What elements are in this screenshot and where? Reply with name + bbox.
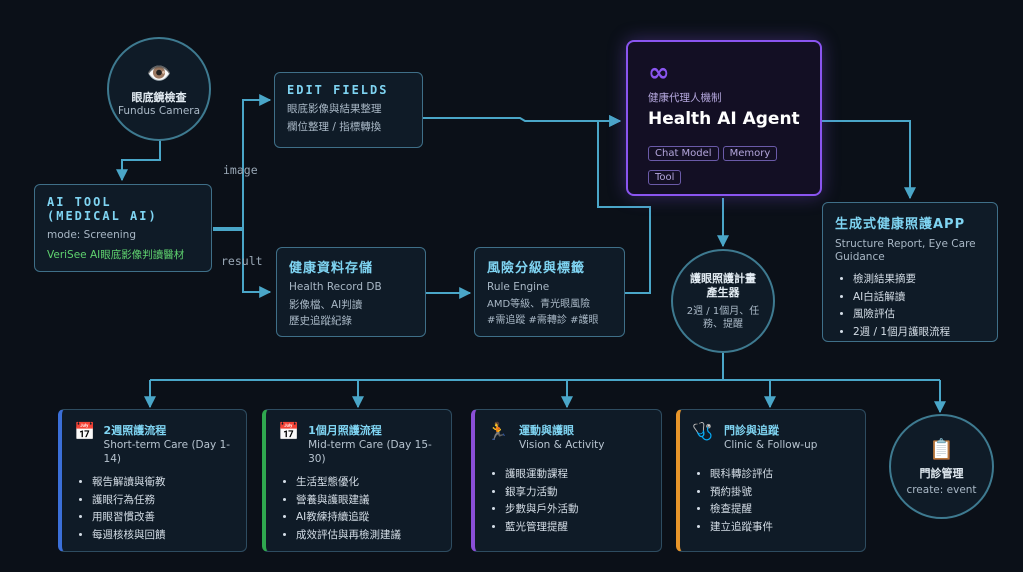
health-db-subtitle: Health Record DB <box>289 281 382 293</box>
care-card-1-month[interactable]: 📅 1個月照護流程 Mid-term Care (Day 15-30) 生活型態… <box>262 409 452 552</box>
card-item: 成效評估與再檢測建議 <box>296 527 439 545</box>
edit-fields-line2: 欄位整理 / 指標轉換 <box>287 121 382 133</box>
card-title: 運動與護眼 <box>519 424 574 437</box>
card-item: 報告解讀與衛教 <box>92 474 234 492</box>
health-app-item: 風險評估 <box>853 306 985 324</box>
health-db-node[interactable]: 健康資料存儲 Health Record DB 影像檔、AI判讀 歷史追蹤紀錄 <box>276 247 426 337</box>
health-app-item: 檢測結果摘要 <box>853 271 985 289</box>
health-app-item: 2週 / 1個月護眼流程 <box>853 324 985 342</box>
health-app-subtitle: Structure Report, Eye Care Guidance <box>835 238 976 263</box>
card-subtitle: Clinic & Follow-up <box>724 439 818 451</box>
card-item: 護眼行為任務 <box>92 492 234 510</box>
health-app-item: AI白話解讀 <box>853 289 985 307</box>
card-item: 每週核核與回饋 <box>92 527 234 545</box>
card-item: 眼科轉診評估 <box>710 466 853 484</box>
runner-icon: 🏃 <box>487 422 509 442</box>
card-item: AI教練持續追蹤 <box>296 509 439 527</box>
calendar-icon: 📅 <box>278 422 300 442</box>
image-label: image <box>223 163 258 177</box>
risk-engine-node[interactable]: 風險分級與標籤 Rule Engine AMD等級、青光眼風險 #需追蹤 #需轉… <box>474 247 625 337</box>
health-app-node[interactable]: 生成式健康照護APP Structure Report, Eye Care Gu… <box>822 202 998 342</box>
edit-fields-node[interactable]: EDIT FIELDS 眼底影像與結果整理 欄位整理 / 指標轉換 <box>274 72 423 148</box>
agent-tag-tool[interactable]: Tool <box>648 170 682 185</box>
card-item: 銀享力活動 <box>505 484 649 502</box>
card-subtitle: Vision & Activity <box>519 439 605 451</box>
edit-fields-line1: 眼底影像與結果整理 <box>287 103 382 115</box>
infinity-icon: ∞ <box>648 58 670 88</box>
card-item: 用眼習慣改善 <box>92 509 234 527</box>
planner-detail: 2週 / 1個月、任務、提醒 <box>686 305 760 330</box>
agent-tag-chat-model[interactable]: Chat Model <box>648 146 719 161</box>
risk-title: 風險分級與標籤 <box>487 261 586 276</box>
health-app-title: 生成式健康照護APP <box>835 217 966 232</box>
care-plan-generator-node[interactable]: 護眼照護計畫產生器 2週 / 1個月、任務、提醒 <box>671 249 775 353</box>
risk-line2: #需追蹤 #需轉診 #護眼 <box>487 315 599 326</box>
agent-subtitle: 健康代理人機制 <box>648 92 722 104</box>
care-card-2-week[interactable]: 📅 2週照護流程 Short-term Care (Day 1-14) 報告解讀… <box>58 409 247 552</box>
stethoscope-icon: 🩺 <box>692 422 714 442</box>
care-card-vision-activity[interactable]: 🏃 運動與護眼 Vision & Activity 護眼運動課程 銀享力活動 步… <box>471 409 662 552</box>
planner-title: 護眼照護計畫產生器 <box>690 271 756 299</box>
card-subtitle: Short-term Care (Day 1-14) <box>103 439 231 465</box>
card-item: 營養與護眼建議 <box>296 492 439 510</box>
card-subtitle: Mid-term Care (Day 15-30) <box>308 439 432 465</box>
card-title: 門診與追蹤 <box>724 424 779 437</box>
ai-tool-title-2: (MEDICAL AI) <box>47 209 158 223</box>
agent-tag-memory[interactable]: Memory <box>722 146 778 161</box>
ai-tool-product: VeriSee AI眼底影像判讀醫材 <box>47 249 185 261</box>
agent-title: Health AI Agent <box>648 109 800 129</box>
clinic-subtitle: create: event <box>906 484 977 496</box>
result-label: result <box>221 254 263 268</box>
card-item: 步數與戶外活動 <box>505 501 649 519</box>
card-item: 生活型態優化 <box>296 474 439 492</box>
ai-tool-title-1: AI TOOL <box>47 195 112 209</box>
ai-tool-node[interactable]: AI TOOL (MEDICAL AI) mode: Screening Ver… <box>34 184 212 272</box>
card-item: 檢查提醒 <box>710 501 853 519</box>
card-item: 預約掛號 <box>710 484 853 502</box>
fundus-camera-node[interactable]: 👁️ 眼底鏡檢查 Fundus Camera <box>107 37 211 141</box>
card-title: 1個月照護流程 <box>308 424 382 437</box>
card-item: 藍光管理提醒 <box>505 519 649 537</box>
clinic-title: 門診管理 <box>919 467 964 480</box>
clinic-management-node[interactable]: 📋 門診管理 create: event <box>889 414 994 519</box>
risk-subtitle: Rule Engine <box>487 281 550 293</box>
fundus-subtitle: Fundus Camera <box>117 105 201 117</box>
fundus-title: 眼底鏡檢查 <box>131 91 187 104</box>
ai-tool-mode: mode: Screening <box>47 229 136 241</box>
card-title: 2週照護流程 <box>103 424 167 437</box>
calendar-icon: 📅 <box>74 422 96 442</box>
care-card-clinic-followup[interactable]: 🩺 門診與追蹤 Clinic & Follow-up 眼科轉診評估 預約掛號 檢… <box>676 409 866 552</box>
clipboard-icon: 📋 <box>929 437 954 461</box>
card-item: 護眼運動課程 <box>505 466 649 484</box>
eye-icon: 👁️ <box>146 61 172 85</box>
health-db-title: 健康資料存儲 <box>289 261 374 276</box>
risk-line1: AMD等級、青光眼風險 <box>487 299 591 310</box>
edit-fields-title: EDIT FIELDS <box>287 83 389 97</box>
health-db-line2: 歷史追蹤紀錄 <box>289 315 352 327</box>
card-item: 建立追蹤事件 <box>710 519 853 537</box>
health-db-line1: 影像檔、AI判讀 <box>289 299 363 311</box>
